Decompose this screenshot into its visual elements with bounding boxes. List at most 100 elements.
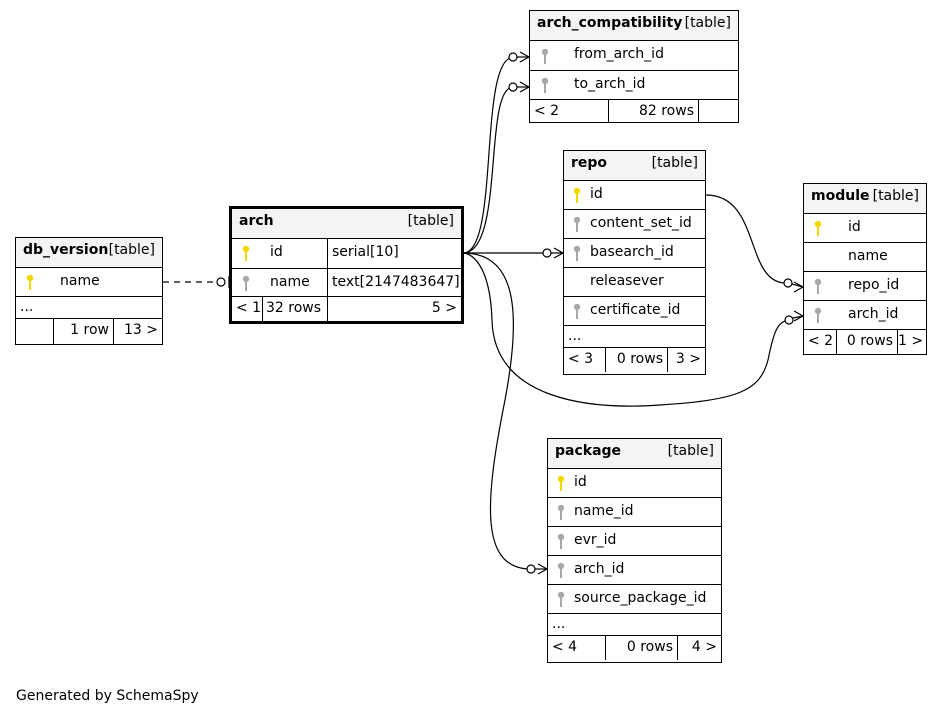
table-db-version[interactable]: db_version [table] name ... 1 row 13 >	[15, 237, 163, 345]
more-indicator: ...	[552, 616, 566, 632]
column-name: source_package_id	[574, 590, 707, 606]
column-row[interactable]: basearch_id	[564, 239, 705, 268]
foreign-key-icon	[557, 562, 565, 578]
row-count: 1 row	[53, 319, 113, 344]
column-name: certificate_id	[590, 302, 681, 318]
child-count[interactable]	[698, 100, 738, 122]
column-row[interactable]: name	[16, 268, 162, 297]
column-name: releasever	[590, 273, 664, 289]
edge-repo-to-module-repo-id	[705, 194, 785, 284]
parent-count[interactable]: < 2	[808, 333, 834, 349]
foreign-key-icon	[814, 307, 822, 323]
column-name: from_arch_id	[574, 46, 664, 62]
column-name: id	[848, 219, 861, 235]
table-type: [table]	[684, 15, 731, 31]
table-name: db_version	[23, 242, 109, 258]
column-name: arch_id	[574, 561, 625, 577]
child-count[interactable]: 3 >	[667, 348, 705, 372]
primary-key-icon	[242, 245, 250, 261]
column-row[interactable]: content_set_id	[564, 210, 705, 239]
table-header: arch [table]	[232, 209, 461, 239]
column-name: to_arch_id	[574, 76, 646, 92]
column-row[interactable]: name_id	[548, 498, 721, 527]
edge-end-package-arch-id	[526, 564, 536, 574]
foreign-key-icon	[557, 504, 565, 520]
child-count[interactable]: 13 >	[113, 319, 162, 344]
table-type: [table]	[407, 213, 454, 229]
more-indicator: ...	[568, 328, 582, 344]
column-type: serial[10]	[327, 239, 399, 268]
table-type: [table]	[872, 188, 919, 204]
primary-key-icon	[814, 220, 822, 236]
foreign-key-icon	[557, 533, 565, 549]
more-indicator: ...	[20, 299, 34, 315]
table-type: [table]	[108, 242, 155, 258]
table-name: repo	[571, 155, 608, 171]
parent-count[interactable]: < 3	[568, 351, 594, 367]
table-footer: < 1 32 rows 5 >	[232, 297, 461, 321]
column-row[interactable]: from_arch_id	[530, 41, 738, 71]
column-name: id	[270, 244, 283, 260]
table-package[interactable]: package [table] id name_id evr_id arch_i…	[547, 438, 722, 663]
column-row[interactable]: id	[804, 214, 926, 243]
edge-arch-to-to-arch-id	[462, 86, 514, 254]
child-count[interactable]: 1 >	[897, 330, 926, 354]
column-row[interactable]: repo_id	[804, 272, 926, 301]
table-footer: 1 row 13 >	[16, 319, 162, 344]
column-row[interactable]: name text[2147483647]	[232, 269, 461, 297]
edge-end-from-arch-id	[508, 52, 518, 62]
column-row[interactable]: id	[548, 469, 721, 498]
edge-arch-to-module-arch-id	[462, 252, 789, 407]
column-name: id	[590, 186, 603, 202]
column-row[interactable]: releasever	[564, 268, 705, 297]
generated-by-footer: Generated by SchemaSpy	[16, 688, 199, 704]
edge-end-module-repo-id	[783, 278, 793, 288]
column-name: id	[574, 474, 587, 490]
table-module[interactable]: module [table] id name repo_id arch_id <…	[803, 183, 927, 355]
table-type: [table]	[651, 155, 698, 171]
row-count: 32 rows	[262, 297, 327, 321]
parent-count[interactable]: < 2	[534, 103, 560, 119]
foreign-key-icon	[573, 245, 581, 261]
table-footer: < 2 0 rows 1 >	[804, 330, 926, 354]
column-row[interactable]: arch_id	[548, 556, 721, 585]
table-header: package [table]	[548, 439, 721, 469]
column-row[interactable]: source_package_id	[548, 585, 721, 614]
table-header: db_version [table]	[16, 238, 162, 268]
row-count: 0 rows	[605, 348, 667, 372]
parent-count[interactable]: < 1	[236, 300, 262, 316]
edge-arch-to-from-arch-id	[462, 56, 514, 254]
table-footer: < 4 0 rows 4 >	[548, 636, 721, 660]
parent-count[interactable]: < 4	[552, 639, 578, 655]
edge-end-basearch-id	[542, 248, 552, 258]
column-row[interactable]: certificate_id	[564, 297, 705, 326]
table-name: module	[811, 188, 870, 204]
column-row[interactable]: evr_id	[548, 527, 721, 556]
column-row[interactable]: name	[804, 243, 926, 272]
child-count[interactable]: 5 >	[327, 297, 461, 321]
edge-arch-to-package-arch-id	[462, 252, 528, 570]
table-header: module [table]	[804, 184, 926, 214]
edge-end-to-arch-id	[508, 82, 518, 92]
table-repo[interactable]: repo [table] id content_set_id basearch_…	[563, 150, 706, 375]
child-count[interactable]: 4 >	[677, 636, 721, 660]
column-name: arch_id	[848, 306, 899, 322]
row-count: 82 rows	[608, 100, 698, 122]
column-row[interactable]: id serial[10]	[232, 239, 461, 269]
edge-end-module-arch-id	[784, 315, 794, 325]
table-arch[interactable]: arch [table] id serial[10] name text[214…	[229, 206, 464, 324]
column-name: name	[848, 248, 888, 264]
table-name: package	[555, 443, 622, 459]
edge-end-db-version-arch	[216, 277, 226, 287]
column-row[interactable]: to_arch_id	[530, 71, 738, 100]
column-name: repo_id	[848, 277, 900, 293]
table-name: arch	[239, 213, 274, 229]
foreign-key-icon	[242, 275, 250, 291]
column-type: text[2147483647]	[327, 269, 460, 296]
primary-key-icon	[573, 187, 581, 203]
column-row[interactable]: id	[564, 181, 705, 210]
column-row[interactable]: arch_id	[804, 301, 926, 330]
table-arch-compatibility[interactable]: arch_compatibility [table] from_arch_id …	[529, 10, 739, 123]
table-footer: < 2 82 rows	[530, 100, 738, 122]
